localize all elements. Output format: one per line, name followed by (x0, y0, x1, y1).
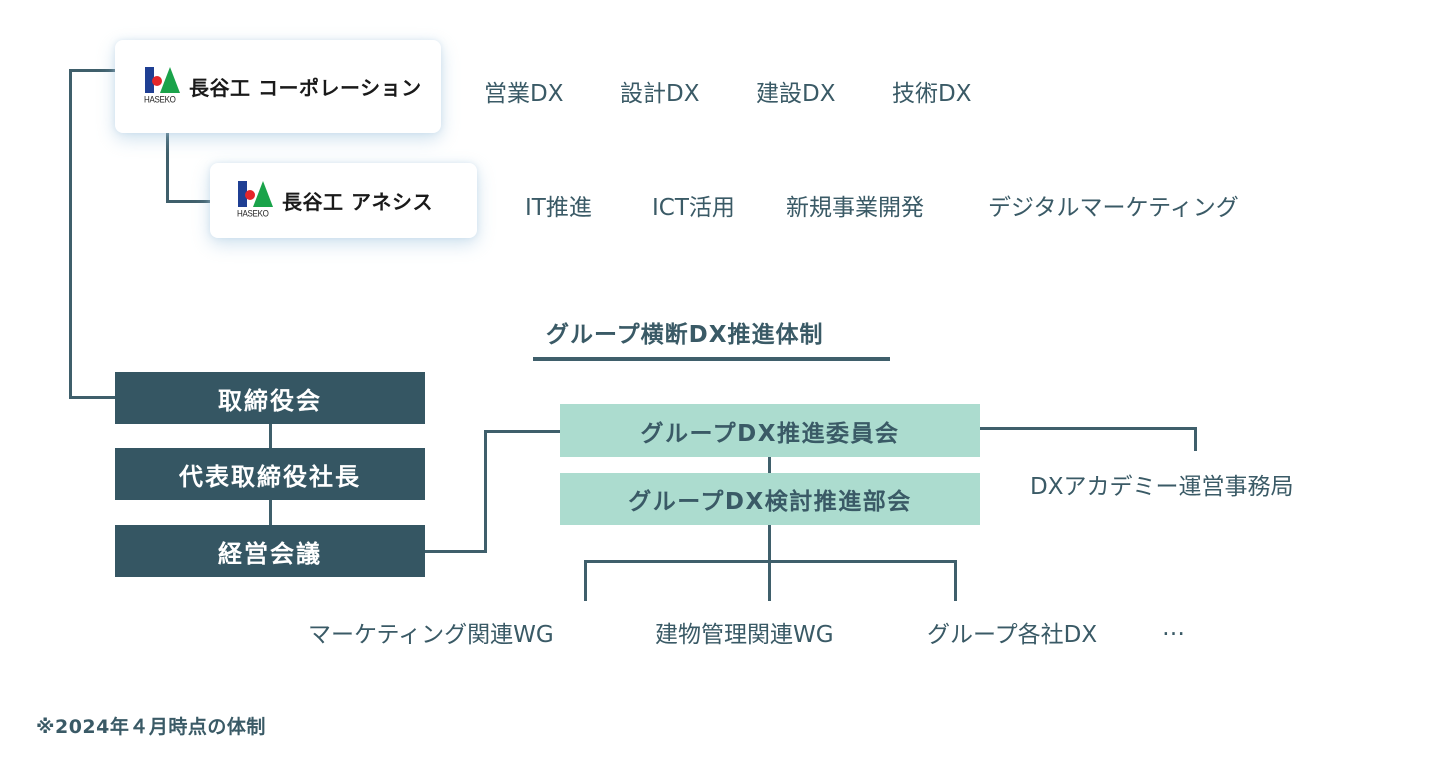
corp-tag-construction-dx: 建設DX (756, 81, 836, 107)
connector-meeting-horizontal (425, 550, 487, 553)
connector-left-bottom (69, 396, 116, 399)
box-president: 代表取締役社長 (115, 448, 425, 500)
footnote: ※2024年４月時点の体制 (36, 716, 266, 738)
company-card-corporation: HASEKO 長谷工 コーポレーション (115, 40, 441, 133)
dx-academy-office: DXアカデミー運営事務局 (1030, 474, 1294, 500)
connector-subcommittee-down (768, 525, 771, 601)
connector-wg-right (954, 560, 957, 601)
connector-president-meeting (269, 500, 272, 525)
anesis-tag-digital-marketing: デジタルマーケティング (988, 195, 1239, 221)
wg-ellipsis: … (1162, 615, 1185, 641)
anesis-tag-it: IT推進 (525, 195, 592, 221)
connector-committee-subcommittee (768, 457, 771, 474)
haseko-logo-icon: HASEKO (237, 180, 274, 221)
connector-committee-academy-horizontal (980, 427, 1197, 430)
box-dx-subcommittee: グループDX検討推進部会 (560, 473, 980, 525)
corp-tag-sales-dx: 営業DX (484, 81, 564, 107)
company-card-anesis: HASEKO 長谷工 アネシス (210, 163, 477, 238)
connector-corp-anesis-horizontal (166, 200, 211, 203)
connector-committee-academy-vertical (1194, 427, 1197, 451)
connector-corp-anesis-vertical (166, 133, 169, 203)
section-title-underline (533, 357, 890, 361)
anesis-tag-new-business: 新規事業開発 (786, 195, 924, 221)
wg-group-companies-dx: グループ各社DX (927, 622, 1098, 648)
connector-left-top (69, 69, 116, 72)
connector-wg-horizontal (584, 560, 957, 563)
wg-building-management: 建物管理関連WG (655, 622, 834, 648)
company-name: 長谷工 コーポレーション (189, 76, 422, 100)
connector-meeting-committee (484, 430, 561, 433)
anesis-tag-ict: ICT活用 (652, 195, 735, 221)
corp-tag-design-dx: 設計DX (620, 81, 700, 107)
company-name: 長谷工 アネシス (282, 190, 433, 214)
connector-meeting-vertical (484, 430, 487, 553)
corp-tag-tech-dx: 技術DX (892, 81, 972, 107)
connector-board-president (269, 424, 272, 449)
connector-wg-left (584, 560, 587, 601)
wg-marketing: マーケティング関連WG (308, 622, 554, 648)
box-board-of-directors: 取締役会 (115, 372, 425, 424)
box-management-meeting: 経営会議 (115, 525, 425, 577)
haseko-logo-icon: HASEKO (144, 66, 181, 107)
section-title: グループ横断DX推進体制 (546, 322, 824, 348)
connector-left-vertical (69, 69, 72, 399)
box-dx-committee: グループDX推進委員会 (560, 404, 980, 457)
